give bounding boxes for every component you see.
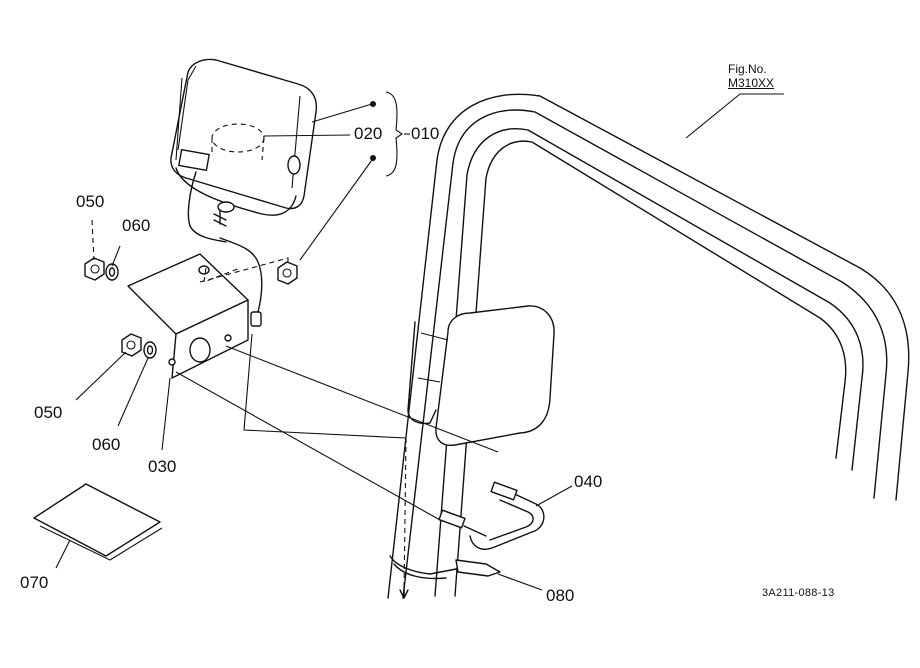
instruction-sheet: [33, 483, 163, 561]
part-label-060-lower: 060: [92, 435, 121, 454]
part-label-060-upper: 060: [122, 216, 151, 235]
part-label-030: 030: [148, 457, 177, 476]
work-lamp: [170, 58, 318, 243]
assembly-guides: [175, 333, 499, 599]
part-label-010: 010: [411, 124, 440, 143]
rops-frame: [387, 93, 910, 599]
part-label-050-lower: 050: [34, 403, 63, 422]
figure-caption: Fig.No.: [728, 62, 767, 76]
part-label-020: 020: [354, 124, 383, 143]
leader-lines: [55, 91, 784, 591]
figure-label: Fig.No. M310XX: [728, 62, 774, 90]
lamp-harness: [219, 237, 263, 327]
part-label-050-upper: 050: [76, 192, 105, 211]
part-label-070: 070: [20, 573, 49, 592]
part-label-040: 040: [574, 472, 603, 491]
fasteners: [84, 257, 298, 359]
cable-band: [389, 555, 501, 580]
mounting-bracket: [127, 253, 289, 379]
figure-number: M310XX: [728, 76, 775, 90]
part-label-080: 080: [546, 586, 575, 605]
u-bolt: [438, 481, 545, 550]
mirror-body: [407, 305, 555, 447]
diagram-code: 3A211-088-13: [762, 587, 835, 599]
